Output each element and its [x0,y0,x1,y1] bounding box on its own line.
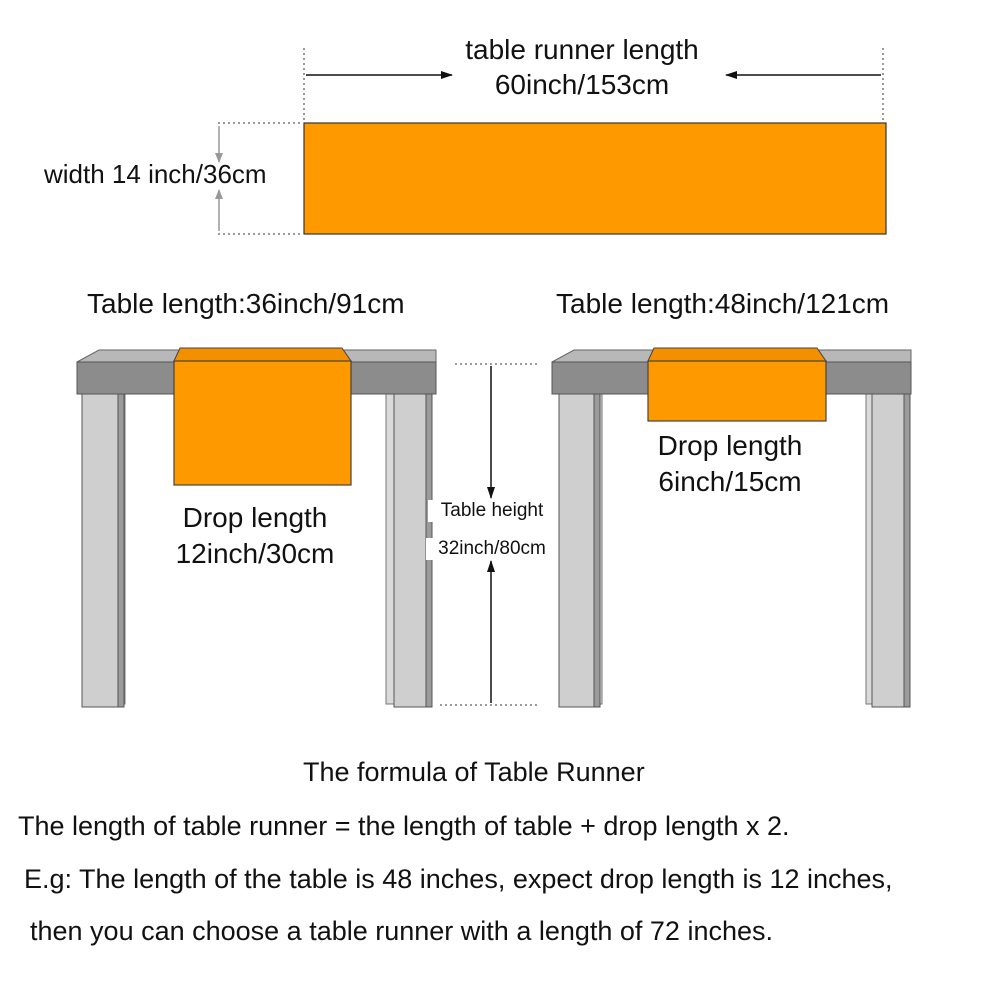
table-small [76,347,437,708]
runner-width-dimension [215,122,302,235]
runner-length-label: table runner length [465,34,699,65]
table-large-front-leg-right [871,393,905,708]
table-small-drop-value: 12inch/30cm [175,538,335,569]
table-height-dimension [440,363,540,706]
formula-line-3: then you can choose a table runner with … [30,916,774,946]
table-large-front-leg-left [558,393,595,708]
table-small-front-leg-left [81,393,119,708]
table-large-title: Table length:48inch/121cm [556,288,890,319]
table-small-front-leg-right [393,393,427,708]
table-small-drop-label: Drop length [182,502,328,533]
formula-line-2: E.g: The length of the table is 48 inche… [24,864,893,894]
table-small-title: Table length:36inch/91cm [87,288,405,319]
formula-title: The formula of Table Runner [303,757,645,787]
table-large [551,347,912,708]
table-height-label: Table height [428,500,556,522]
table-large-runner-top [647,347,827,362]
runner-length-value: 60inch/153cm [494,69,670,100]
runner-width-label: width 14 inch/36cm [44,159,267,189]
formula-line-1: The length of table runner = the length … [18,811,790,841]
runner-length-dimension [303,48,884,120]
table-height-value: 32inch/80cm [426,538,558,560]
table-large-drop-value: 6inch/15cm [658,466,802,497]
table-large-drop-label: Drop length [657,430,803,461]
table-runner-rect [303,122,887,235]
table-small-runner-top [173,347,352,362]
table-small-runner-drop [173,360,352,486]
table-large-runner-drop [647,360,827,422]
